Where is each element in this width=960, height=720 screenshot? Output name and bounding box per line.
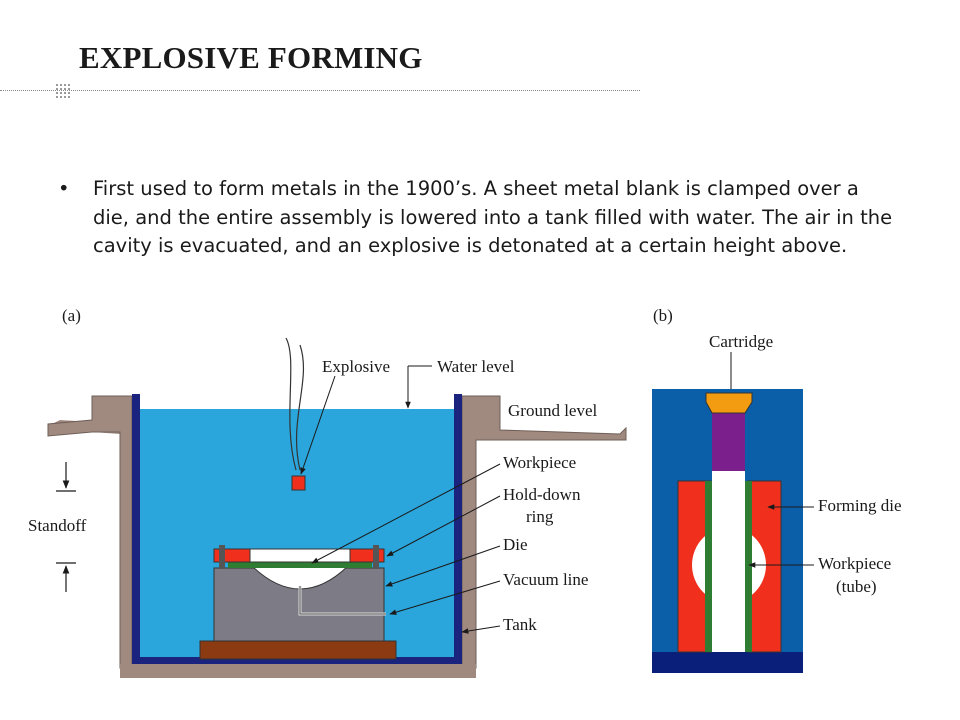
water-level-label: Water level [437, 357, 515, 376]
ground-level-label: Ground level [508, 401, 598, 420]
detonator-wires [285, 337, 304, 471]
ground-bottom [120, 664, 476, 678]
die-cavity [250, 565, 350, 590]
bolt-right [373, 545, 379, 569]
tube-interior [712, 471, 745, 652]
base-plate-b [652, 652, 803, 673]
cartridge-cap [705, 392, 753, 414]
die-base [199, 640, 397, 660]
explosive-charge [291, 475, 306, 491]
cartridge-label: Cartridge [709, 332, 773, 351]
standoff-label: Standoff [28, 516, 87, 535]
die-label: Die [503, 535, 528, 554]
tube-wall-right [745, 481, 752, 652]
grid-bullet-icon [55, 83, 71, 99]
ground-right-wall [461, 395, 627, 669]
bullet-dot: • [58, 177, 70, 200]
workpiece-label-b1: Workpiece [818, 554, 891, 573]
slide-title: EXPLOSIVE FORMING [79, 40, 423, 75]
title-divider [0, 90, 640, 91]
figure-a-tag: (a) [62, 306, 81, 325]
workpiece-blank [228, 562, 372, 568]
hold-down-ring-center [249, 548, 351, 563]
air-gap [140, 394, 454, 409]
explosive-label: Explosive [322, 357, 390, 376]
vacuum-line-label: Vacuum line [503, 570, 588, 589]
forming-die-label: Forming die [818, 496, 902, 515]
figure-b-tag: (b) [653, 306, 673, 325]
bolt-left [219, 545, 225, 569]
hold-down-label-2: ring [526, 507, 554, 526]
tank-label: Tank [503, 615, 537, 634]
tube-wall-left [705, 481, 712, 652]
bullet-text: First used to form metals in the 1900’s.… [93, 177, 893, 257]
workpiece-label-a: Workpiece [503, 453, 576, 472]
hold-down-label-1: Hold-down [503, 485, 581, 504]
purple-charge [712, 411, 745, 471]
workpiece-label-b2: (tube) [836, 577, 877, 596]
